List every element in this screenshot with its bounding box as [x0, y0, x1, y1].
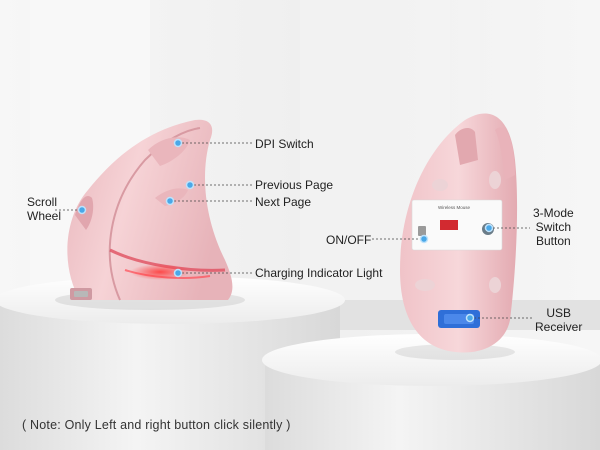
charging-indicator-label: Charging Indicator Light	[255, 266, 383, 280]
callout-dots	[77, 138, 494, 323]
previous-page-label: Previous Page	[255, 178, 334, 192]
scroll-wheel-label: Scroll Wheel	[27, 195, 61, 223]
scroll-wheel-label-line1: Scroll	[27, 195, 58, 209]
mouse-bottom-view: Wireless Mouse	[395, 113, 518, 360]
mode-switch-label-line2: Switch	[535, 220, 572, 234]
usb-receiver-label: USB Receiver	[535, 306, 582, 334]
note-text: ( Note: Only Left and right button click…	[22, 418, 291, 432]
callout-lines	[55, 142, 532, 319]
dpi-switch-label: DPI Switch	[255, 137, 314, 151]
scroll-wheel-label-line2: Wheel	[27, 209, 62, 223]
label-sticker-title: Wireless Mouse	[438, 205, 471, 210]
mode-switch-label: 3-Mode Switch Button	[533, 206, 574, 248]
mode-switch-label-line3: Button	[535, 234, 571, 248]
usb-receiver-label-line1: USB	[546, 306, 572, 320]
on-off-label: ON/OFF	[326, 233, 372, 247]
next-page-label: Next Page	[255, 195, 312, 209]
mode-switch-label-line1: 3-Mode	[533, 206, 574, 220]
usb-receiver-label-line2: Receiver	[535, 320, 583, 334]
right-pedestal	[262, 334, 600, 450]
